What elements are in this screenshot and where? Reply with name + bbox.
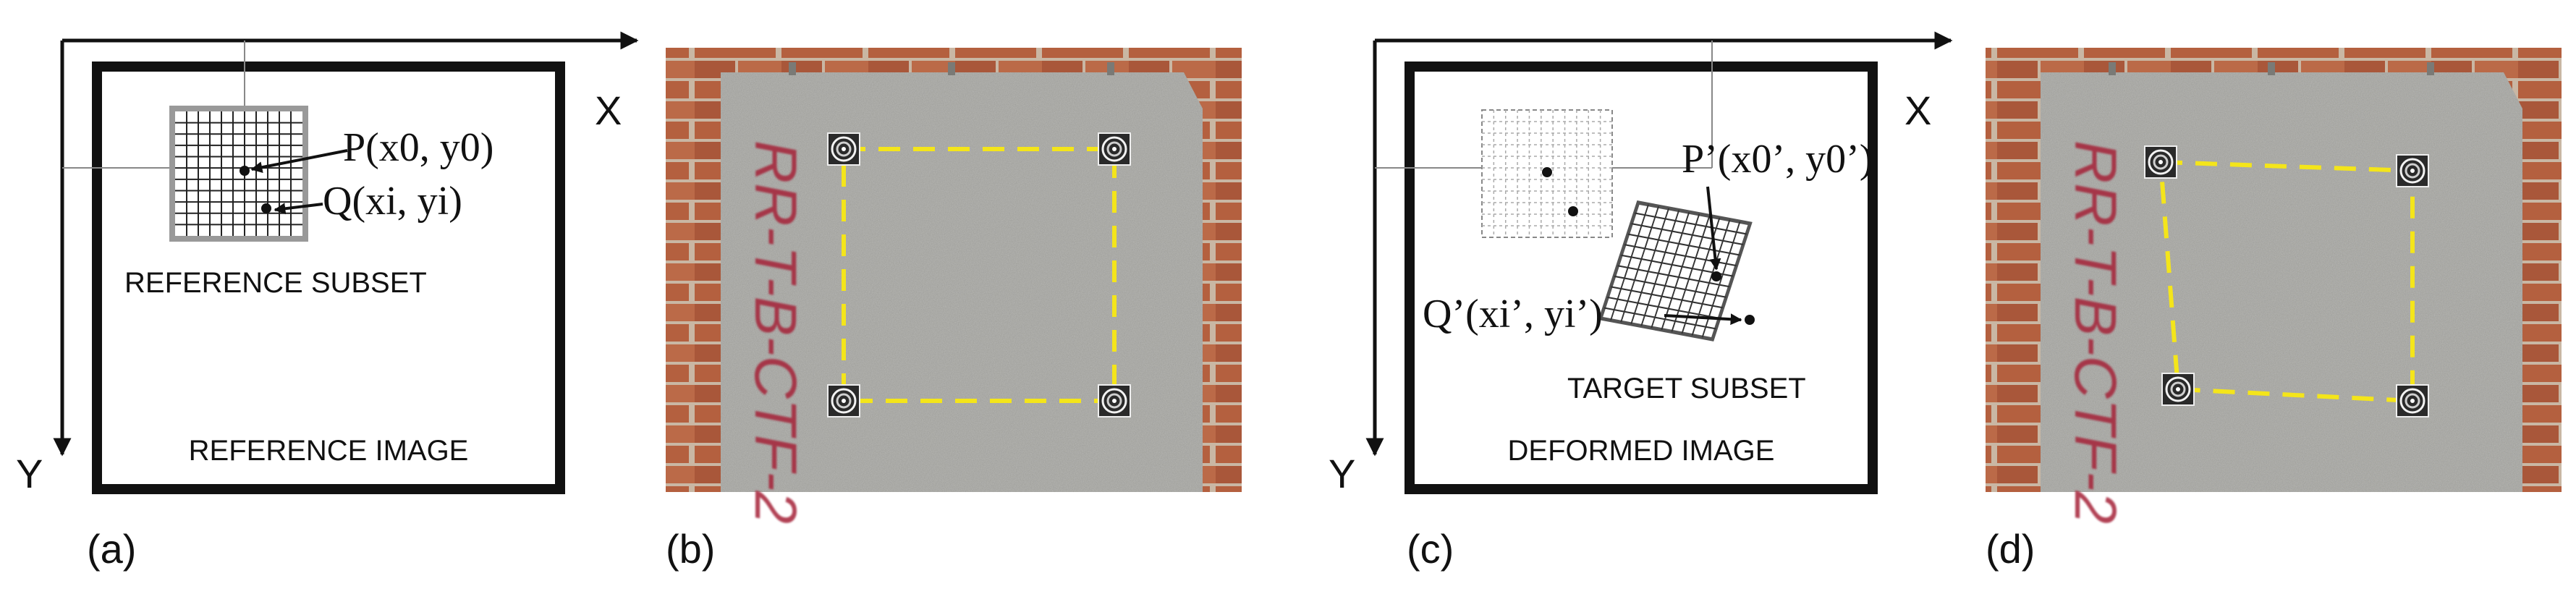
point-q-leader — [274, 203, 323, 215]
tracking-target-marker — [2144, 145, 2177, 179]
reference-image-frame — [92, 62, 565, 494]
tracking-target — [827, 132, 1131, 417]
panel-b: RR-T-B-CTF-2 (b) — [666, 48, 1242, 572]
point-p-leader — [250, 149, 348, 174]
panel-a: P(x0, y0) Q(xi, yi) X Y REFERENCE SUBSET… — [16, 31, 639, 572]
point-p-dot — [240, 166, 250, 176]
tracking-target-marker — [2161, 373, 2195, 406]
point-q-label: Q(xi, yi) — [323, 179, 462, 224]
panel-c: P’(x0’, y0’) Q’(xi’, yi’) X Y TARGET SUB… — [1329, 31, 1953, 572]
deformed-image-caption: DEFORMED IMAGE — [1508, 435, 1775, 467]
reference-subset-ghost — [1481, 109, 1613, 238]
point-p-prime-leader — [1706, 186, 1721, 271]
panel-label-d: (d) — [1986, 526, 2035, 572]
point-q-prime-dot — [1745, 315, 1755, 325]
panel-label-b: (b) — [666, 526, 715, 572]
y-axis-label: Y — [16, 451, 43, 496]
point-q-dot — [261, 203, 271, 213]
panel-d: RR-T-B-CTF-2 (d) — [1986, 48, 2562, 572]
point-q-prime-label: Q’(xi’, yi’) — [1423, 292, 1603, 336]
tracking-target-marker — [2396, 384, 2429, 417]
panel-label-a: (a) — [87, 526, 136, 572]
deformed-image-frame — [1404, 62, 1878, 494]
x-axis-label: X — [595, 88, 622, 133]
point-p-label: P(x0, y0) — [343, 125, 493, 170]
tracking-target-marker — [827, 132, 860, 166]
tracking-target-marker — [827, 384, 860, 417]
tracking-target-marker — [1098, 132, 1131, 166]
point-p-prime-label: P’(x0’, y0’) — [1682, 137, 1873, 182]
tracking-target-marker — [1098, 384, 1131, 417]
x-axis-label: X — [1905, 88, 1931, 133]
panel-label-c: (c) — [1407, 526, 1454, 572]
reference-image-caption: REFERENCE IMAGE — [189, 435, 469, 467]
target-subset-caption: TARGET SUBSET — [1567, 373, 1806, 404]
specimen-marking: RR-T-B-CTF-2 — [2062, 140, 2128, 524]
point-q-prime-leader — [1664, 313, 1742, 326]
reference-subset-caption: REFERENCE SUBSET — [124, 267, 427, 299]
tracking-target-marker — [2396, 154, 2429, 187]
specimen-marking: RR-T-B-CTF-2 — [742, 140, 808, 524]
tracking-target — [2144, 145, 2429, 417]
point-p-prime-dot — [1711, 271, 1721, 281]
reference-subset-grid — [169, 106, 308, 242]
y-axis-label: Y — [1329, 451, 1355, 496]
